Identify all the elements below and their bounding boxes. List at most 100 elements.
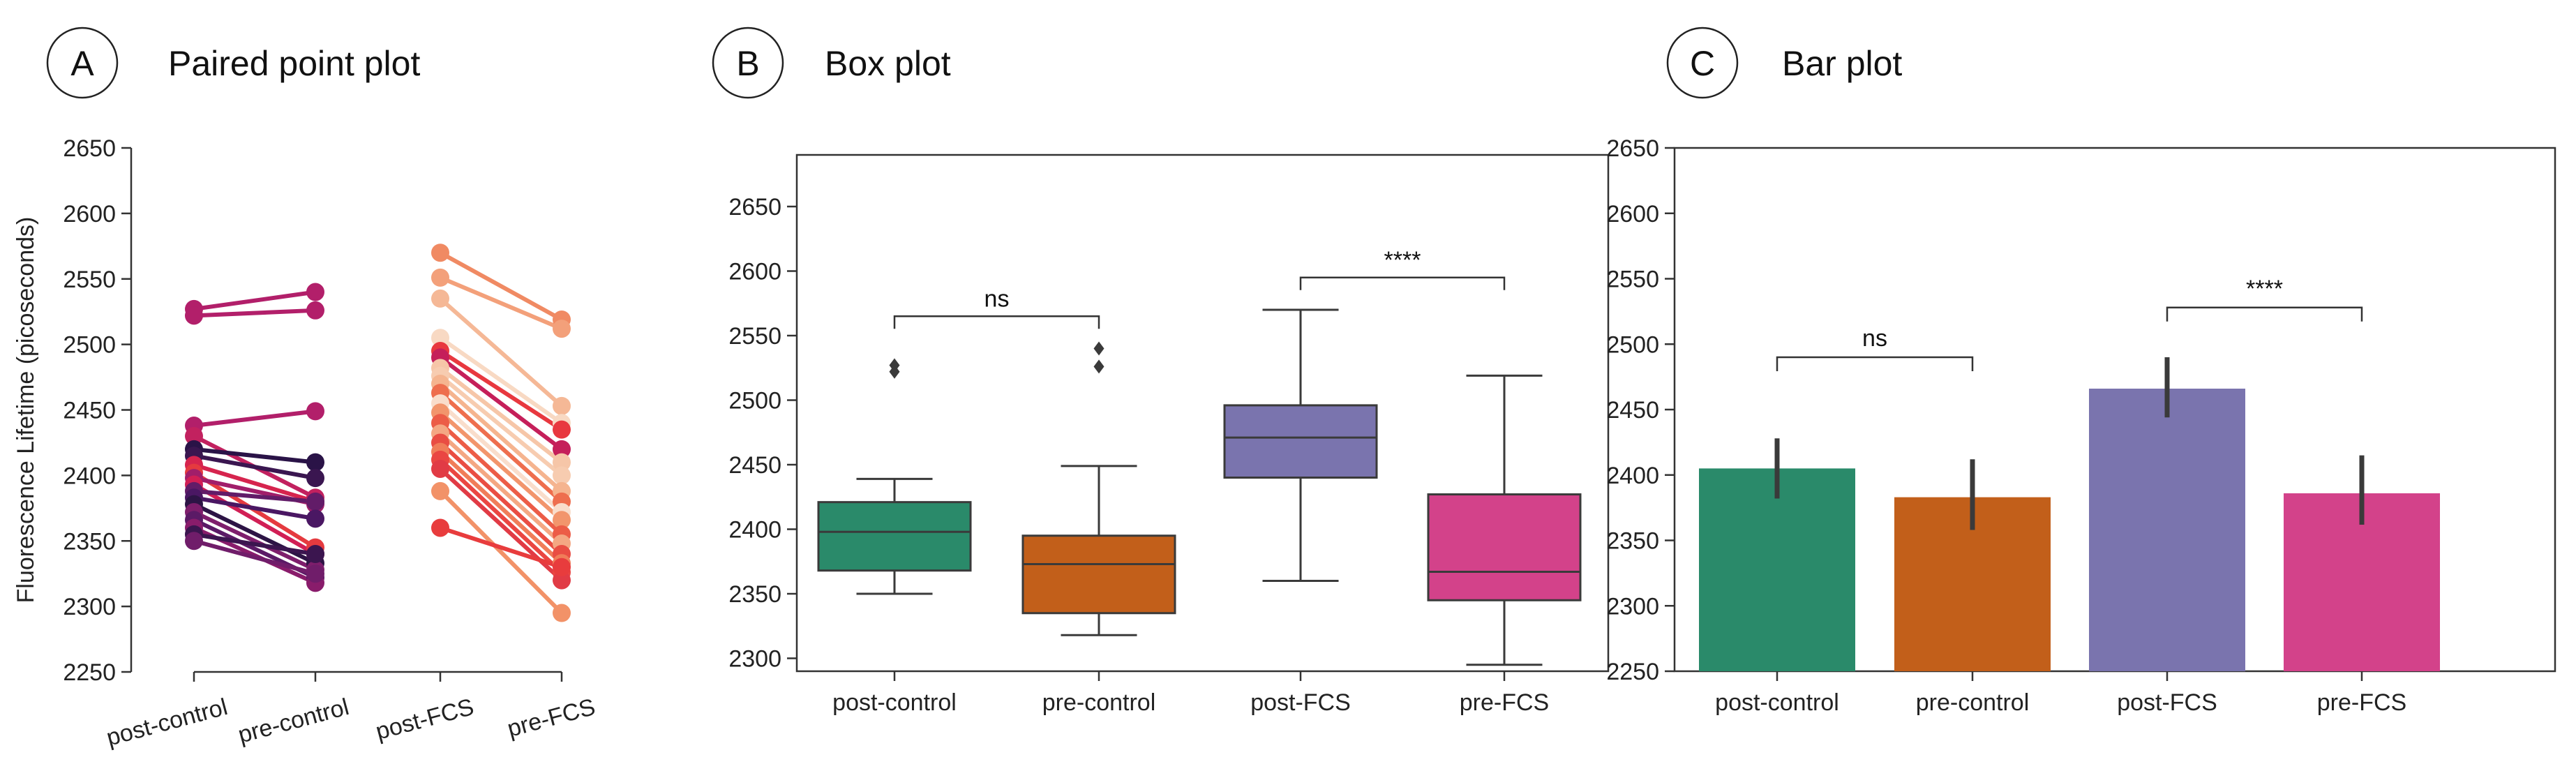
bar-plot-y-tick-label: 2400 (1606, 463, 1659, 489)
panel-c-letter-circle (1666, 27, 1739, 99)
fcs-pair-line (438, 391, 564, 504)
box-significance-label: ns (984, 285, 1010, 312)
paired-point-plot: 225023002350240024502500255026002650post… (13, 135, 598, 751)
panel-c-letter: C (1690, 44, 1715, 83)
control-pre-point (306, 509, 324, 528)
box-plot-x-tick-label: post-FCS (1250, 689, 1351, 716)
fcs-pair-line (440, 525, 562, 569)
panel-a-letter-circle (46, 27, 119, 99)
fcs-pre-point (553, 396, 571, 415)
paired-point-x-tick-label: pre-control (235, 694, 352, 749)
box-outlier (1093, 359, 1104, 374)
bar-plot-axes: 225023002350240024502500255026002650post… (1606, 135, 2556, 716)
fcs-post-point (431, 459, 449, 478)
panel-a-header: A Paired point plot (46, 27, 420, 99)
control-pair-line (193, 454, 316, 481)
control-pre-point (306, 402, 324, 421)
bar-plot-y-tick-label: 2450 (1606, 397, 1659, 424)
fcs-pair-line (438, 489, 564, 615)
fcs-post-point (431, 481, 449, 500)
control-pre-point (306, 283, 324, 301)
bar-plot-y-tick-label: 2250 (1606, 659, 1659, 685)
fcs-pair-line (438, 458, 564, 574)
bar-plot-significance: ns **** (1776, 276, 2363, 371)
fcs-pre-point (553, 440, 571, 458)
box-iqr-pre-control (1021, 534, 1176, 615)
box-iqr-post-FCS (1223, 404, 1378, 479)
box-plot-y-tick-label: 2500 (728, 388, 781, 414)
fcs-pair-line (438, 450, 564, 565)
fcs-pair-line (439, 366, 563, 464)
box-plot-y-tick-label: 2600 (728, 259, 781, 285)
box-plot: 23002350240024502500255026002650post-con… (728, 154, 1610, 716)
fcs-pair-line (439, 276, 563, 331)
fcs-pair-line (439, 349, 563, 432)
bar-plot-x-tick-label: post-FCS (2117, 689, 2217, 716)
box-iqr-pre-FCS (1427, 493, 1582, 601)
bar-plot-y-tick-label: 2650 (1606, 135, 1659, 162)
bar-significance-bracket (2166, 306, 2363, 322)
fcs-pre-point (553, 557, 571, 576)
control-pair-line (193, 308, 316, 318)
panel-c-header: C Bar plot (1666, 27, 1902, 99)
fcs-pair-line (438, 401, 564, 514)
fcs-pre-point (553, 320, 571, 338)
paired-point-y-axis-label: Fluorescence Lifetime (picoseconds) (13, 217, 39, 604)
bar-plot-y-tick-label: 2600 (1606, 201, 1659, 227)
panel-b-letter: B (736, 44, 759, 83)
fcs-post-point (431, 244, 449, 262)
control-pair-line (193, 409, 316, 428)
box-plot-y-tick-label: 2350 (728, 581, 781, 608)
fcs-pair-line (438, 421, 564, 537)
bar-plot-bars (1699, 357, 2440, 671)
box-plot-x-tick-label: pre-FCS (1460, 689, 1549, 716)
fcs-post-point (431, 518, 449, 537)
box-plot-boxes (817, 308, 1582, 666)
control-pair-line (193, 495, 316, 521)
paired-point-y-tick-label: 2350 (63, 528, 116, 555)
bar-significance-label: ns (1862, 325, 1887, 352)
fcs-post-point (431, 329, 449, 347)
paired-point-y-tick-label: 2400 (63, 463, 116, 489)
box-plot-y-tick-label: 2400 (728, 517, 781, 544)
control-post-point (185, 532, 203, 551)
box-plot-y-tick-label: 2650 (728, 194, 781, 220)
panel-a-letter: A (70, 44, 94, 83)
bar-significance-label: **** (2246, 276, 2283, 302)
panel-a-title: Paired point plot (168, 44, 420, 83)
fcs-pre-point (553, 420, 571, 439)
fcs-pair-line (439, 356, 563, 451)
fcs-pair-line (438, 441, 564, 556)
bar-post-control (1699, 468, 1855, 671)
panel-c-title: Bar plot (1782, 44, 1902, 83)
fcs-pair-line (439, 411, 563, 522)
control-pair-line (193, 290, 316, 311)
control-pair-line (193, 539, 316, 576)
fcs-pre-point (553, 453, 571, 472)
bar-plot-x-tick-label: post-control (1715, 689, 1839, 716)
bar-plot-y-tick-label: 2550 (1606, 267, 1659, 293)
bar-plot: 225023002350240024502500255026002650post… (1606, 135, 2556, 716)
fcs-pre-point (553, 511, 571, 530)
control-pre-point (306, 301, 324, 320)
box-plot-y-tick-label: 2450 (728, 452, 781, 479)
paired-point-lines (193, 250, 564, 615)
box-iqr-post-control (817, 501, 972, 572)
paired-point-y-tick-label: 2650 (63, 135, 116, 162)
paired-point-x-tick-label: post-control (104, 694, 230, 751)
paired-point-x-tick-label: pre-FCS (504, 694, 598, 742)
fcs-pre-point (553, 604, 571, 622)
fcs-pre-point (553, 571, 571, 590)
fcs-pair-line (438, 432, 564, 546)
bar-plot-y-tick-label: 2350 (1606, 528, 1659, 555)
paired-point-x-tick-label: post-FCS (373, 694, 477, 745)
fcs-pair-line (439, 374, 563, 477)
bar-plot-x-tick-label: pre-control (1916, 689, 2030, 716)
control-pre-point (306, 564, 324, 583)
control-pair-line (193, 447, 316, 465)
bar-plot-y-tick-label: 2500 (1606, 331, 1659, 358)
paired-point-y-tick-label: 2600 (63, 201, 116, 227)
box-significance-label: **** (1384, 247, 1421, 274)
panel-b-letter-circle (712, 27, 784, 99)
